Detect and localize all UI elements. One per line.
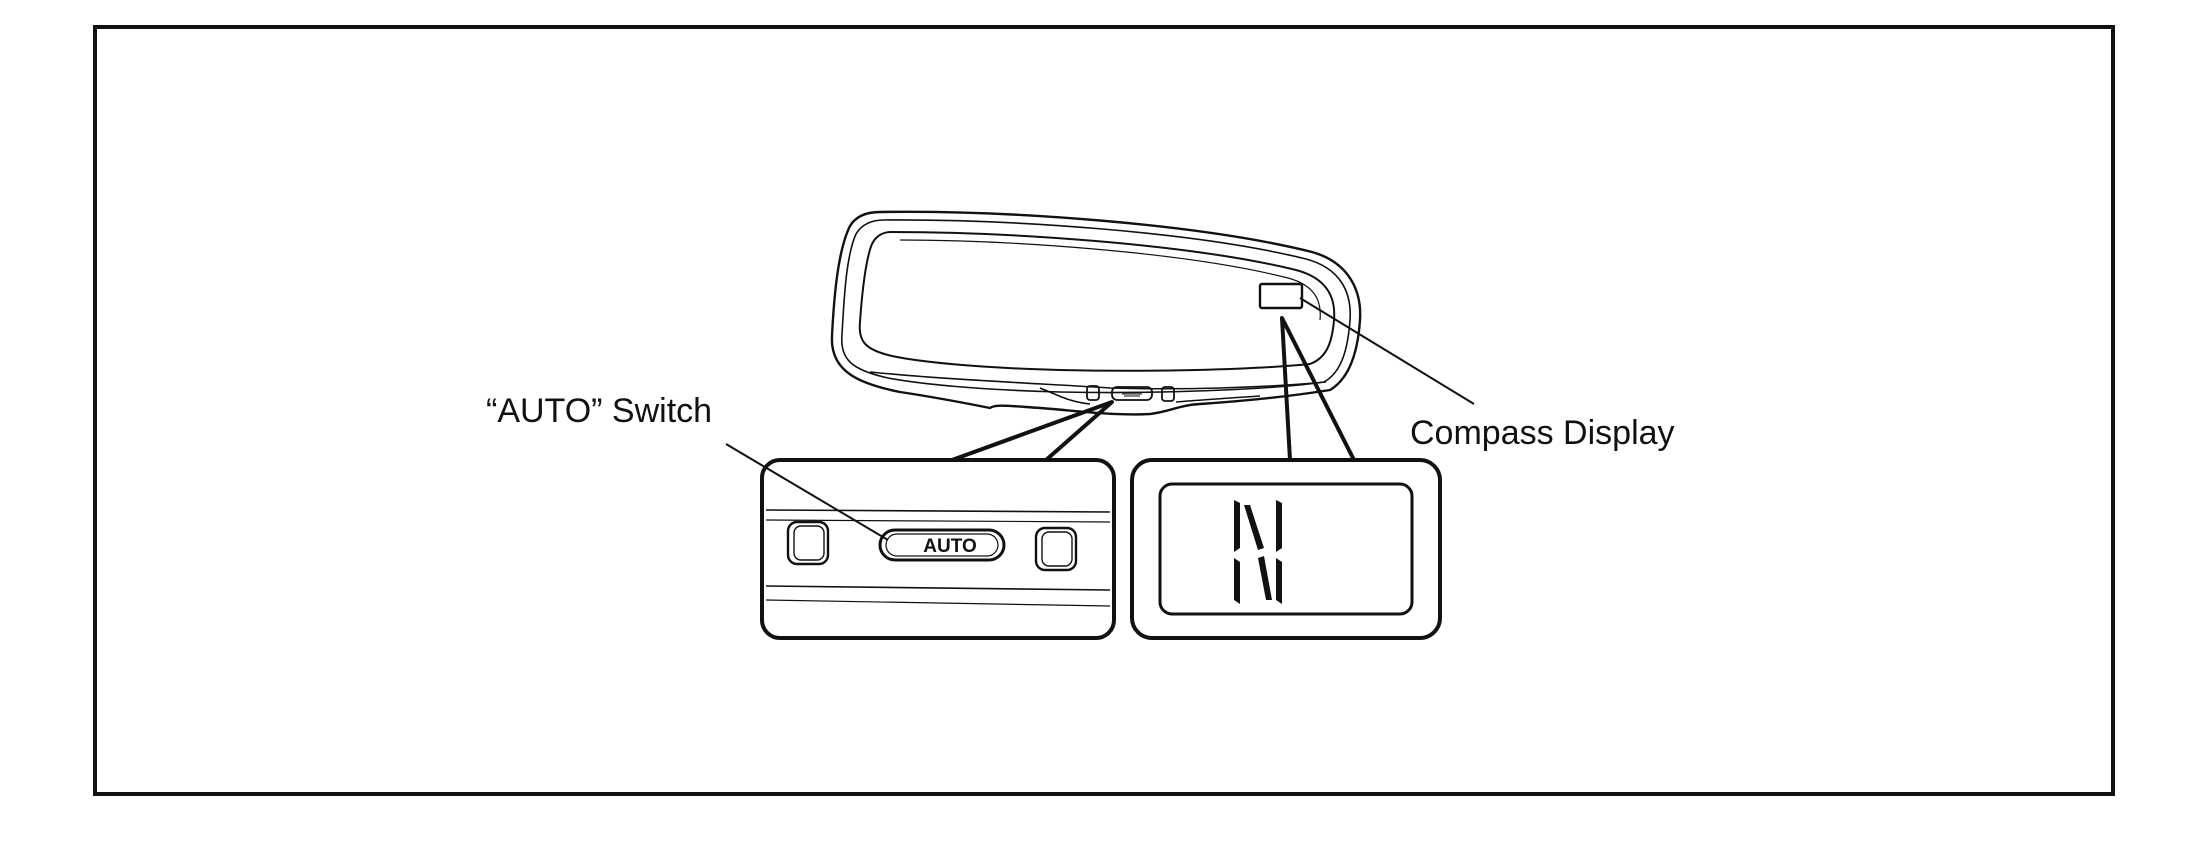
compass-display-label: Compass Display — [1410, 414, 1675, 452]
mirror-housing-outer — [830, 210, 1362, 416]
zoom-right-button — [1034, 526, 1078, 572]
mirror-left-button — [1086, 385, 1100, 401]
rearview-mirror — [830, 210, 1362, 416]
callout-wedges — [951, 316, 1356, 462]
auto-button-label: AUTO — [923, 536, 976, 557]
mirror-compass-window — [1258, 282, 1304, 310]
zoom-left-button — [786, 520, 830, 566]
auto-switch-callout-wedge — [951, 400, 1114, 462]
auto-switch-zoom-panel: AUTO — [760, 458, 1116, 640]
mirror-right-button — [1161, 386, 1175, 402]
mirror-glass-edge — [899, 239, 1321, 321]
compass-zoom-panel: N — [1130, 458, 1442, 640]
auto-switch-label: “AUTO” Switch — [486, 392, 712, 430]
mirror-auto-button-text — [1122, 393, 1142, 397]
compass-display-leader — [1299, 297, 1475, 405]
mirror-bezel-line-1 — [869, 371, 1327, 390]
mirror-housing-inner-rim — [841, 219, 1351, 394]
auto-switch-leader — [725, 443, 889, 541]
mirror-glass — [858, 231, 1336, 372]
compass-lcd-screen — [1158, 482, 1414, 616]
mirror-bezel-line-2 — [1039, 387, 1261, 405]
compass-heading-glyph: N — [1234, 500, 1282, 604]
leader-lines — [725, 297, 1475, 541]
auto-button[interactable] — [878, 528, 1006, 562]
mirror-auto-button — [1111, 386, 1153, 401]
compass-callout-wedge — [1280, 316, 1356, 461]
